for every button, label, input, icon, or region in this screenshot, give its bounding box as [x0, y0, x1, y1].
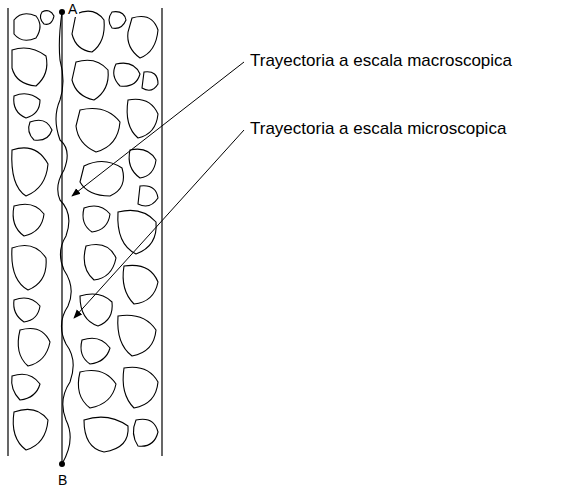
- macroscopic-path: [61, 12, 62, 464]
- callout-label: Trayectoria a escala macroscopica: [248, 51, 514, 71]
- point-label: B: [56, 472, 69, 488]
- leader-line: [72, 62, 244, 196]
- point-label: A: [66, 1, 79, 17]
- point-dot: [59, 461, 65, 467]
- grains: [12, 11, 158, 452]
- point-dot: [59, 9, 65, 15]
- leader-line: [74, 130, 244, 318]
- callout-label: Trayectoria a escala microscopica: [248, 119, 508, 139]
- column-wall: [161, 8, 162, 456]
- column-wall: [7, 8, 8, 456]
- microscopic-path: [56, 12, 73, 464]
